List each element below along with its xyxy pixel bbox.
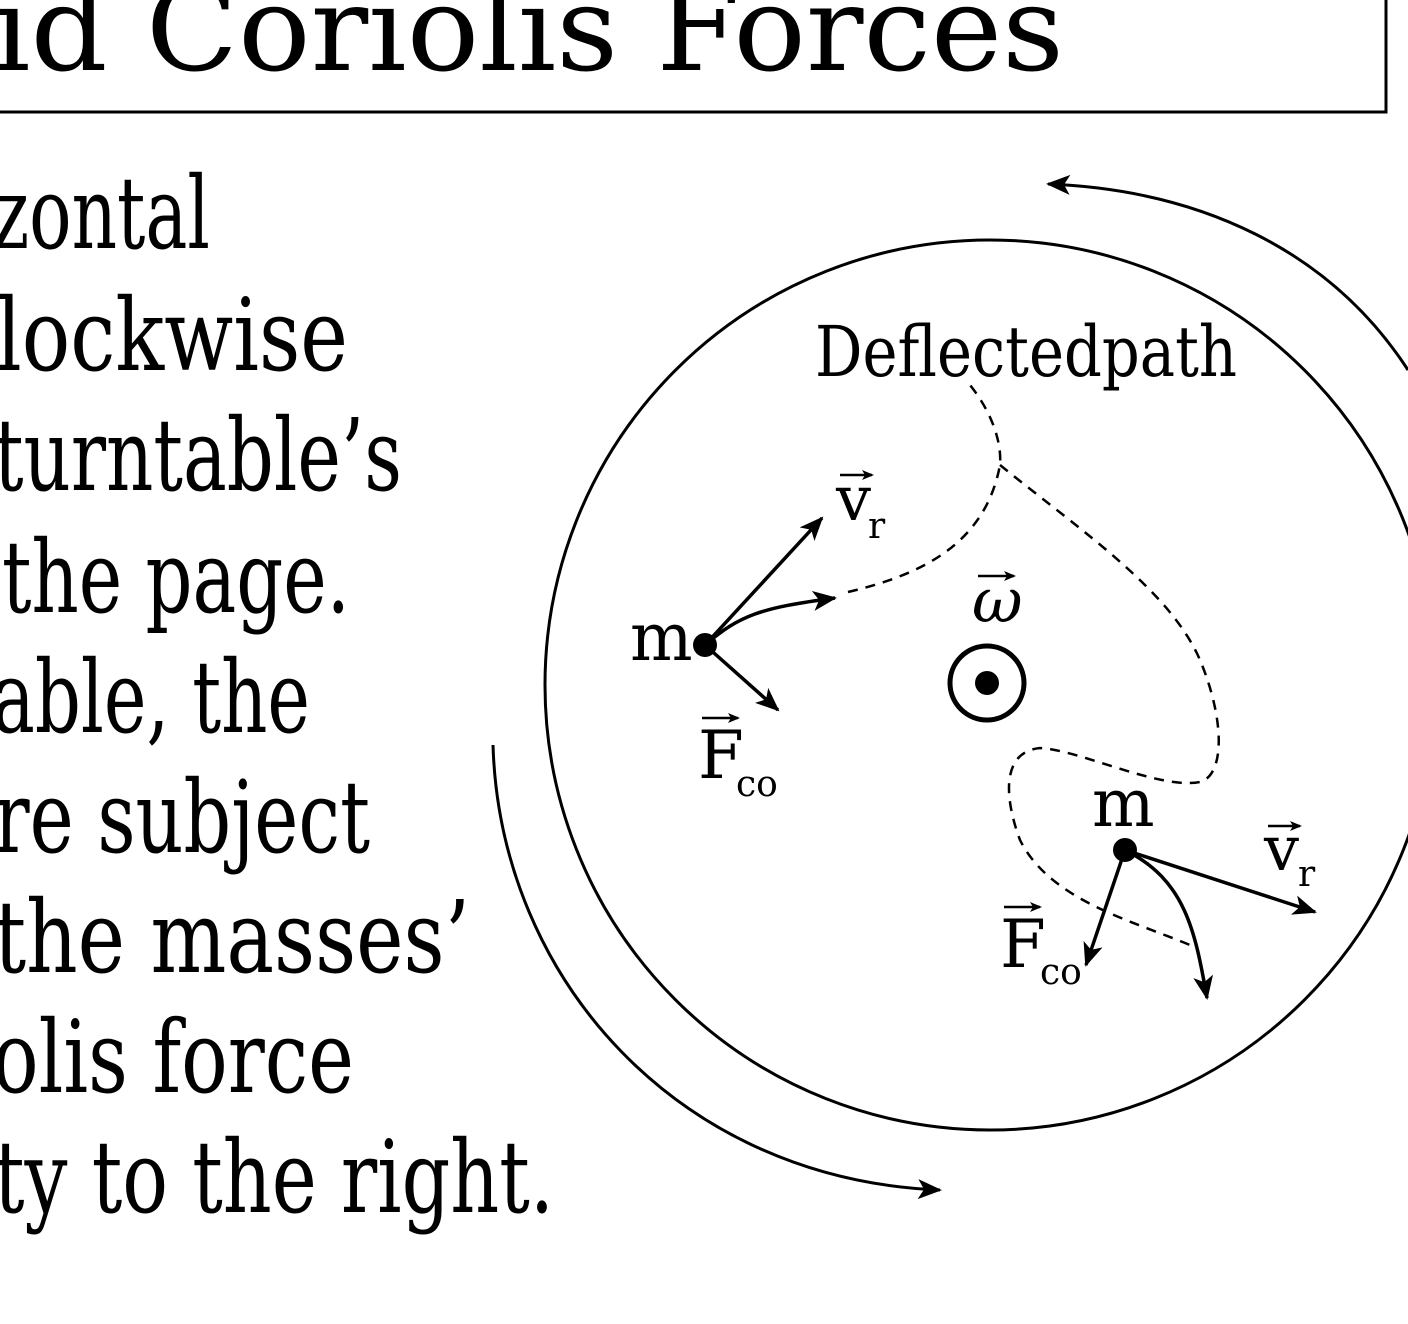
deflected-path-upper — [847, 384, 1002, 594]
omega-dot — [975, 671, 999, 695]
svg-text:co: co — [736, 764, 778, 805]
svg-text:r: r — [868, 506, 886, 547]
turntable-circle — [543, 238, 1408, 1132]
body-text: zontal lockwise turntable’s the page. ab… — [0, 155, 554, 1236]
svg-text:F: F — [698, 717, 744, 794]
omega-out-of-page-symbol — [947, 643, 1027, 723]
deflection-arrow-2 — [1124, 848, 1214, 1000]
turntable-diagram — [491, 174, 1408, 1200]
body-line: lockwise — [0, 277, 348, 394]
body-line: olis force — [0, 999, 354, 1116]
svg-text:r: r — [1298, 854, 1316, 895]
velocity-arrow-1 — [703, 516, 824, 647]
deflection-arrow-1 — [703, 590, 837, 647]
body-line: ty to the right. — [0, 1119, 554, 1236]
coriolis-label-2: F co — [1000, 902, 1082, 993]
svg-text:co: co — [1040, 952, 1082, 993]
body-line: the masses’ — [0, 879, 470, 996]
coriolis-arrow-1 — [703, 643, 780, 712]
velocity-label-2: v r — [1263, 812, 1316, 895]
title-box — [0, 0, 1388, 114]
body-line: zontal — [0, 155, 210, 272]
body-line: able, the — [0, 639, 310, 756]
mass-1-label: m — [630, 599, 693, 676]
mass-2-label: m — [1092, 765, 1155, 842]
slide-title: id Coriolis Forces — [0, 0, 1064, 98]
body-line: turntable’s — [0, 397, 402, 514]
deflected-path-lower — [999, 464, 1220, 947]
coriolis-label-1: F co — [698, 713, 778, 805]
svg-text:v: v — [835, 462, 871, 535]
velocity-label-1: v r — [835, 462, 886, 547]
body-line: the page. — [2, 519, 350, 636]
body-line: re subject — [0, 759, 370, 876]
deflected-path-label: Deflectedpath — [815, 311, 1237, 393]
rotation-arrow-bottom — [491, 744, 942, 1200]
velocity-arrow-2 — [1124, 848, 1317, 915]
coriolis-arrow-2 — [1083, 849, 1127, 967]
svg-text:v: v — [1263, 812, 1299, 885]
svg-text:F: F — [1000, 906, 1046, 983]
rotation-arrow-top — [1046, 174, 1408, 371]
